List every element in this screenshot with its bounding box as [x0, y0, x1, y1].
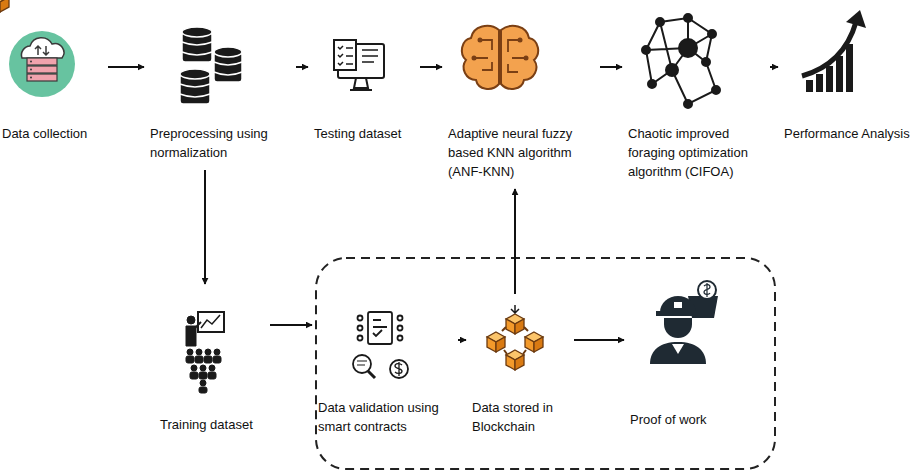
flow-arrow — [514, 189, 516, 294]
network-icon — [642, 14, 720, 108]
node-label: Proof of work — [630, 410, 730, 429]
flow-arrow — [770, 66, 778, 68]
flow-arrow — [600, 66, 622, 68]
storage-node: Data stored in Blockchain — [472, 300, 568, 438]
growth-chart-icon — [802, 10, 866, 92]
miner-icon — [650, 281, 718, 364]
node-label: Data stored in Blockchain — [472, 398, 568, 436]
algorithm-node: Adaptive neural fuzzy based KNN algorith… — [448, 18, 594, 183]
database-icon — [180, 27, 242, 104]
flow-arrow — [420, 66, 442, 68]
monitor-icon — [334, 40, 384, 90]
dataset-node: Training dataset — [160, 290, 264, 436]
process-node: Data validation using smart contracts — [318, 300, 452, 438]
cloud-server-icon — [9, 31, 75, 97]
blockchain-icon — [0, 0, 543, 370]
dataset-node: Testing dataset — [314, 18, 414, 145]
node-label: Testing dataset — [314, 124, 414, 143]
flow-arrow — [458, 339, 466, 341]
node-label: Performance Analysis — [784, 124, 916, 143]
flow-arrow — [204, 170, 206, 284]
flow-arrow — [296, 66, 308, 68]
training-icon — [186, 312, 224, 393]
node-label: Data collection — [2, 124, 102, 143]
optimizer-node: Chaotic improved foraging optimization a… — [628, 18, 764, 183]
node-label: Adaptive neural fuzzy based KNN algorith… — [448, 124, 594, 181]
flow-arrow — [108, 66, 144, 68]
flow-arrow — [574, 339, 624, 341]
brain-icon — [462, 26, 538, 89]
flow-arrow — [270, 324, 312, 326]
node-label: Preprocessing using normalization — [150, 124, 290, 162]
node-label: Data validation using smart contracts — [318, 398, 452, 436]
dashed-region — [316, 258, 775, 469]
result-node: Performance Analysis — [784, 18, 916, 145]
smart-contract-icon — [353, 312, 408, 378]
data-source-node: Data collection — [2, 18, 102, 145]
process-node: Proof of work — [630, 300, 730, 431]
node-label: Chaotic improved foraging optimization a… — [628, 124, 764, 181]
process-node: Preprocessing using normalization — [150, 18, 290, 164]
node-label: Training dataset — [160, 415, 264, 434]
